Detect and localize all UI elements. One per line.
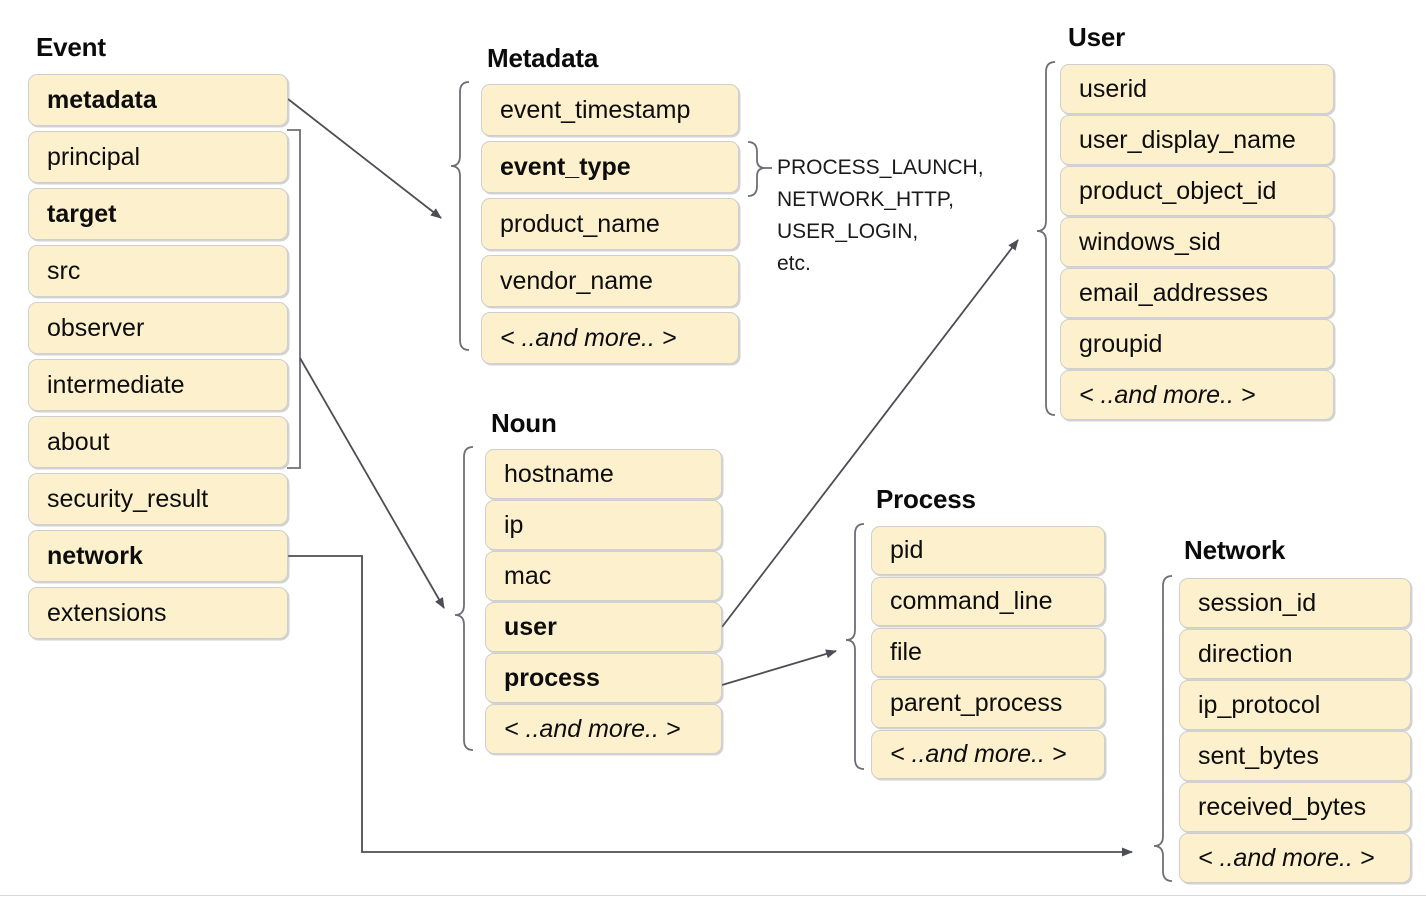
field-user-product-object-id[interactable]: product_object_id (1060, 166, 1334, 216)
field-process-command-line[interactable]: command_line (871, 577, 1105, 626)
brace-noun (454, 446, 474, 751)
field-event-intermediate[interactable]: intermediate (28, 359, 288, 411)
group-title-noun: Noun (491, 408, 557, 438)
field-metadata-vendor-name[interactable]: vendor_name (481, 255, 739, 307)
field-process-file[interactable]: file (871, 628, 1105, 677)
group-title-event: Event (36, 32, 106, 62)
field-event-about[interactable]: about (28, 416, 288, 468)
field-metadata-and-more[interactable]: < ..and more.. > (481, 312, 739, 364)
brace-user (1036, 61, 1056, 416)
group-title-network: Network (1184, 535, 1286, 565)
brace-metadata (450, 81, 470, 351)
field-event-security-result[interactable]: security_result (28, 473, 288, 525)
field-event-principal[interactable]: principal (28, 131, 288, 183)
field-user-groupid[interactable]: groupid (1060, 319, 1334, 369)
field-noun-user[interactable]: user (485, 602, 722, 652)
brace-process (845, 523, 865, 770)
field-event-extensions[interactable]: extensions (28, 587, 288, 639)
field-user-and-more[interactable]: < ..and more.. > (1060, 370, 1334, 420)
field-user-windows-sid[interactable]: windows_sid (1060, 217, 1334, 267)
field-network-sent-bytes[interactable]: sent_bytes (1179, 731, 1411, 781)
field-noun-hostname[interactable]: hostname (485, 449, 722, 499)
field-metadata-event-type[interactable]: event_type (481, 141, 739, 193)
group-title-metadata: Metadata (487, 43, 599, 73)
field-event-target[interactable]: target (28, 188, 288, 240)
field-noun-process[interactable]: process (485, 653, 722, 703)
brace-event-type-values (747, 141, 766, 197)
edge-noun-process-to-process (721, 649, 837, 686)
field-noun-and-more[interactable]: < ..and more.. > (485, 704, 722, 754)
field-event-observer[interactable]: observer (28, 302, 288, 354)
field-event-src[interactable]: src (28, 245, 288, 297)
field-event-metadata[interactable]: metadata (28, 74, 288, 126)
field-event-network[interactable]: network (28, 530, 288, 582)
field-noun-mac[interactable]: mac (485, 551, 722, 601)
brace-network (1153, 575, 1173, 882)
field-process-parent-process[interactable]: parent_process (871, 679, 1105, 728)
edge-event-to-noun (299, 357, 445, 609)
field-user-user-display-name[interactable]: user_display_name (1060, 115, 1334, 165)
footer-divider (0, 895, 1426, 896)
field-metadata-event-timestamp[interactable]: event_timestamp (481, 84, 739, 136)
field-metadata-product-name[interactable]: product_name (481, 198, 739, 250)
field-process-and-more[interactable]: < ..and more.. > (871, 730, 1105, 779)
field-noun-ip[interactable]: ip (485, 500, 722, 550)
field-user-email-addresses[interactable]: email_addresses (1060, 268, 1334, 318)
field-network-direction[interactable]: direction (1179, 629, 1411, 679)
field-network-and-more[interactable]: < ..and more.. > (1179, 833, 1411, 883)
field-user-userid[interactable]: userid (1060, 64, 1334, 114)
field-network-received-bytes[interactable]: received_bytes (1179, 782, 1411, 832)
field-process-pid[interactable]: pid (871, 526, 1105, 575)
field-network-session-id[interactable]: session_id (1179, 578, 1411, 628)
bracket-event-nouns (287, 129, 301, 469)
field-network-ip-protocol[interactable]: ip_protocol (1179, 680, 1411, 730)
group-title-user: User (1068, 22, 1126, 52)
event-type-values-annotation: PROCESS_LAUNCH, NETWORK_HTTP, USER_LOGIN… (777, 156, 984, 275)
edge-metadata-to-metadata (287, 98, 442, 219)
group-title-process: Process (876, 484, 976, 514)
